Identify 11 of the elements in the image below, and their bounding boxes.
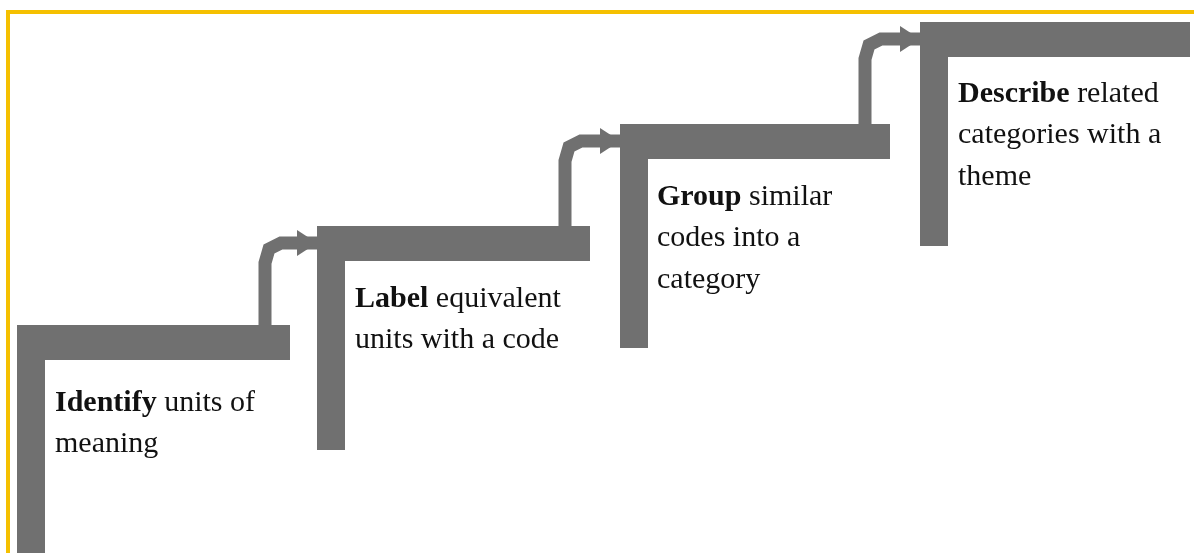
bent-arrow xyxy=(858,26,920,124)
step-text: Group similar codes into a category xyxy=(657,177,834,296)
step-text: Identify units of meaning xyxy=(55,383,257,461)
bent-arrow xyxy=(558,128,620,226)
step-text: Label equivalent units with a code xyxy=(355,279,562,357)
stair-step xyxy=(17,325,290,553)
stair-step xyxy=(317,226,590,450)
stair-step xyxy=(620,124,890,348)
bent-arrow xyxy=(258,230,317,325)
stair-step xyxy=(920,22,1190,246)
step-text: Describe related categories with a theme xyxy=(958,74,1163,193)
